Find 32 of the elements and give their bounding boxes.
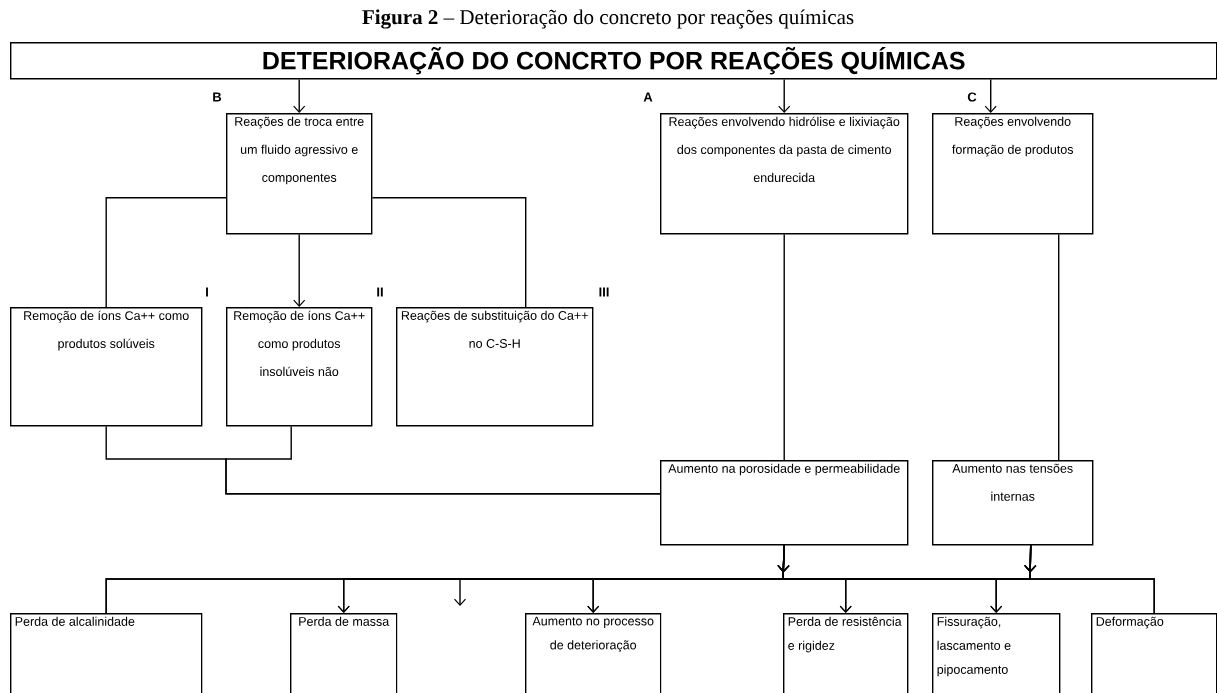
connector-line [371,197,527,308]
branch-numeral: I [206,287,208,297]
connector-line [225,425,661,495]
arrow [984,78,997,113]
branch-numeral: II [377,287,383,297]
arrow [453,544,790,606]
branch-letter: B [213,92,222,102]
branch-letter: A [643,92,653,102]
branch-letter: C [967,92,977,102]
process-box: Aumento no processo de deterioração [525,613,662,693]
process-box: Deformação [1091,613,1217,693]
arrow [778,78,791,113]
process-box: Remoção de íons Ca++ como produtos solúveis [10,307,203,427]
process-box: Perda de massa [290,613,398,693]
process-box: Perda de resistência e rigidez [783,613,909,693]
connector-line [1058,233,1060,461]
process-box: Reações de substituição do Ca++ no C-S-H [396,307,594,427]
connector-line [783,233,785,461]
arrow [293,233,306,307]
connector-line [105,197,227,308]
process-box: Aumento nas tensões internas [932,460,1094,546]
branch-numeral: III [599,287,609,297]
process-box: Reações envolvendo hidrólise e lixiviação dos componentes da pasta de cimento endurecida [660,113,909,235]
figure-title: Figura 2 – Deterioração do concreto por reações químicas [362,9,854,29]
process-box: Remoção de íons Ca++ como produtos insolúveis não [226,307,373,427]
process-box: Aumento na porosidade e permeabilidade [660,460,909,546]
process-box: Perda de alcalinidade [10,613,203,693]
process-box: Reações de troca entre um fluido agressivo e componentes [226,113,373,235]
header-band: DETERIORAÇÃO DO CONCRTO POR REAÇÕES QUÍMICAS [10,42,1217,80]
process-box: Fissuração, lascamento e pipocamento [932,613,1061,693]
arrow [293,78,306,113]
process-box: Reações envolvendo formação de produtos [932,113,1094,235]
